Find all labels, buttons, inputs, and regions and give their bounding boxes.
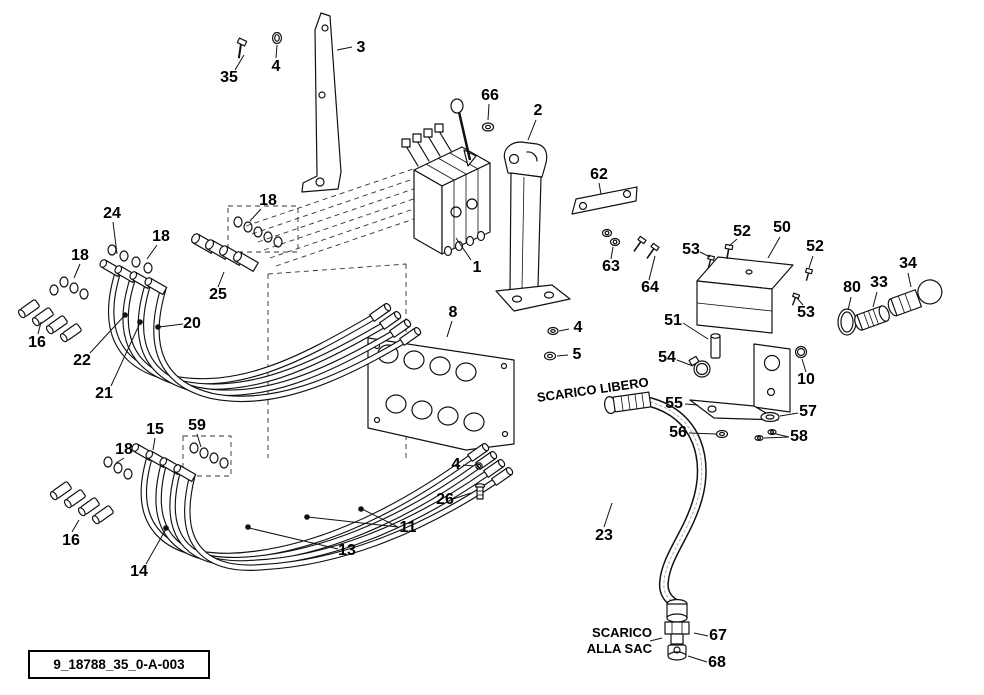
- part-label-10-31: 10: [797, 371, 815, 388]
- part-label-50-16: 50: [773, 219, 791, 236]
- coupler-34: [887, 279, 943, 317]
- part-label-63-12: 63: [602, 258, 620, 275]
- screw-53-right: [791, 292, 801, 306]
- nut-68: [667, 644, 687, 661]
- manifold-plate: [367, 337, 515, 451]
- o-ring-80: [837, 308, 857, 336]
- drawing-number: 9_18788_35_0-A-003: [53, 657, 185, 672]
- part-label-25-10: 25: [209, 286, 227, 303]
- part-label-52-17: 52: [806, 238, 824, 255]
- discharge-hose-23: [604, 391, 707, 608]
- part-label-26-40: 26: [436, 491, 454, 508]
- o-rings-18-left: [49, 276, 89, 300]
- part-label-51-29: 51: [664, 312, 682, 329]
- nut-56: [715, 429, 729, 439]
- part-label-16-22: 16: [28, 334, 46, 351]
- control-valve: [401, 98, 491, 257]
- lower-hose-bundle: [140, 452, 498, 571]
- part-label-4-27: 4: [573, 319, 583, 336]
- part-label-4-39: 4: [451, 456, 461, 473]
- part-label-18-6: 18: [259, 192, 277, 209]
- part-label-53-18: 53: [797, 304, 815, 321]
- part-label-64-13: 64: [641, 279, 659, 296]
- coupler-33: [854, 305, 890, 331]
- part-label-15-36: 15: [146, 421, 164, 438]
- part-label-62-5: 62: [590, 166, 608, 183]
- part-label-56-34: 56: [669, 424, 687, 441]
- part-label-33-20: 33: [870, 274, 888, 291]
- bolt-52-right: [804, 267, 814, 281]
- fitting-group-25: [191, 216, 283, 272]
- hose-23-connector: [604, 391, 652, 415]
- part-label-57-33: 57: [799, 403, 817, 420]
- hardware-58: [754, 429, 777, 442]
- lower-hose-end-fittings: [131, 442, 514, 486]
- part-label-18-9: 18: [71, 247, 89, 264]
- o-rings-lower-group: [103, 442, 229, 480]
- o-ring-4-top: [271, 31, 283, 45]
- part-label-58-35: 58: [790, 428, 808, 445]
- annotation-scarico-line2: ALLA SAC: [586, 641, 652, 657]
- annotation-scarico-alla-sac: SCARICO ALLA SAC: [576, 625, 652, 658]
- end-fitting-67: [664, 598, 690, 645]
- support-bracket-55: [689, 343, 791, 421]
- part-label-24-7: 24: [103, 205, 121, 222]
- cover-box-50: [696, 256, 794, 334]
- part-label-66-3: 66: [481, 87, 499, 104]
- upper-hose-end-fittings: [99, 259, 422, 346]
- part-label-11-44: 11: [399, 519, 417, 536]
- washers-63: [601, 228, 621, 247]
- screw-53-left: [707, 254, 716, 269]
- part-label-2-4: 2: [533, 102, 543, 119]
- part-label-21-25: 21: [95, 385, 113, 402]
- part-label-4-1: 4: [271, 58, 281, 75]
- part-label-52-15: 52: [733, 223, 751, 240]
- plug-fittings-16-lower: [49, 481, 114, 525]
- o-ring-4-lower: [475, 462, 483, 470]
- plug-fittings-16-upper: [17, 299, 82, 343]
- part-label-18-8: 18: [152, 228, 170, 245]
- nut-66: [481, 122, 495, 132]
- part-label-20-24: 20: [183, 315, 201, 332]
- part-label-8-26: 8: [448, 304, 458, 321]
- screw-35: [236, 37, 248, 59]
- part-label-3-2: 3: [356, 39, 366, 56]
- part-label-1-11: 1: [472, 259, 482, 276]
- part-label-18-38: 18: [115, 441, 133, 458]
- link-strip-62: [571, 186, 638, 215]
- part-label-35-0: 35: [220, 69, 238, 86]
- screw-52-left: [724, 243, 734, 259]
- part-label-16-41: 16: [62, 532, 80, 549]
- drawing-number-box: 9_18788_35_0-A-003: [28, 650, 210, 679]
- valve-levers: [401, 123, 452, 167]
- screws-64: [633, 235, 660, 259]
- part-label-23-45: 23: [595, 527, 613, 544]
- washer-57: [760, 411, 780, 423]
- part-label-34-21: 34: [899, 255, 917, 272]
- leader-lines: [37, 44, 912, 663]
- upper-hose-bundle: [108, 268, 406, 403]
- part-label-14-42: 14: [130, 563, 148, 580]
- nut-5: [543, 351, 557, 361]
- clamp-54: [688, 355, 711, 378]
- part-label-68-47: 68: [708, 654, 726, 671]
- screw-26: [474, 483, 486, 500]
- o-ring-4-mid: [547, 326, 559, 336]
- part-label-67-46: 67: [709, 627, 727, 644]
- part-label-55-32: 55: [665, 395, 683, 412]
- part-label-59-37: 59: [188, 417, 206, 434]
- pin-51: [710, 333, 721, 359]
- valve-main-lever: [450, 98, 477, 167]
- part-label-5-28: 5: [572, 346, 582, 363]
- part-label-53-14: 53: [682, 241, 700, 258]
- part-label-13-43: 13: [338, 542, 356, 559]
- part-label-22-23: 22: [73, 352, 91, 369]
- o-ring-10: [794, 345, 808, 359]
- annotation-scarico-line1: SCARICO: [592, 625, 652, 640]
- tall-bracket: [301, 12, 342, 193]
- part-label-80-19: 80: [843, 279, 861, 296]
- part-label-54-30: 54: [658, 349, 676, 366]
- mounting-bracket-2: [495, 141, 571, 312]
